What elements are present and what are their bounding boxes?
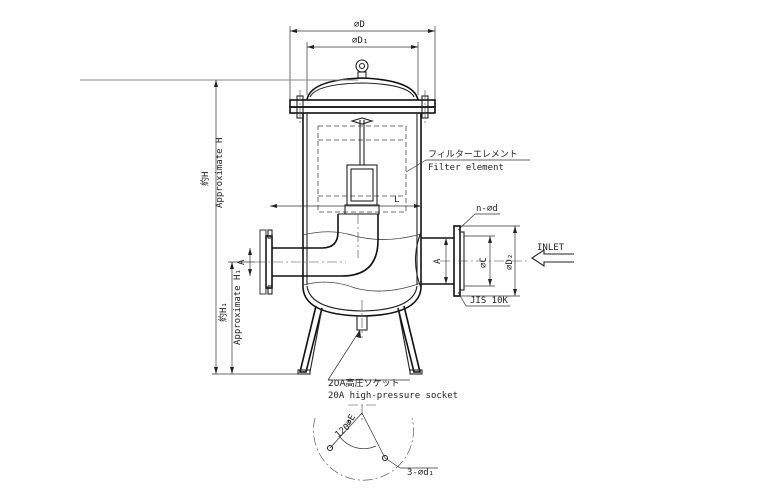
label-lower-height-en: Approximate H₁: [233, 269, 243, 345]
label-flange-diameter: ⌀D₁: [352, 36, 368, 46]
label-inlet: INLET: [537, 243, 565, 253]
label-height-en: Approximate H: [215, 138, 225, 208]
label-bolt-circle: ⌀C: [479, 257, 489, 268]
label-height: 約H: [199, 172, 211, 186]
label-filter-element-en: Filter element: [428, 163, 504, 173]
callout-socket: 20A高圧ソケット 20A high-pressure socket: [327, 329, 458, 401]
support-legs: [297, 300, 423, 375]
label-lower-height: 約H₁: [217, 302, 229, 322]
callout-bolt-holes: n-⌀d: [457, 204, 500, 231]
dimension-length: L: [270, 195, 421, 208]
label-length: L: [394, 195, 399, 205]
label-jis: JIS 10K: [470, 296, 509, 306]
label-flange-a-right: A: [433, 258, 443, 264]
dimension-lower-height: 約H₁ Approximate H₁: [217, 261, 255, 374]
leg-plan-view: ⌀E 120° 3-⌀d₁: [313, 404, 438, 481]
callout-filter-element: フィルターエレメント Filter element: [405, 149, 530, 173]
dimension-diameter-d1: ⌀D₁: [306, 36, 419, 95]
label-flange-outer: ⌀D₂: [505, 254, 515, 270]
dome-lid: [80, 77, 419, 101]
callout-jis: JIS 10K: [457, 291, 510, 307]
label-outer-diameter: ⌀D: [354, 20, 365, 30]
label-filter-element-jp: フィルターエレメント: [428, 149, 518, 160]
label-socket-jp: 20A高圧ソケット: [328, 377, 400, 389]
label-bolt-holes: n-⌀d: [476, 204, 498, 214]
label-leg-circle: ⌀E: [344, 413, 358, 427]
filter-element: [317, 117, 407, 215]
lifting-eye: [355, 59, 369, 79]
label-leg-holes: 3-⌀d₁: [407, 468, 434, 478]
vessel-shell: [302, 113, 422, 317]
body-flange: [289, 90, 436, 124]
inlet-arrow: INLET: [531, 243, 574, 268]
dimension-height: 約H Approximate H: [199, 79, 300, 375]
label-socket-en: 20A high-pressure socket: [328, 391, 458, 401]
inlet-nozzle: A ⌀C ⌀D₂: [414, 225, 530, 297]
dimension-diameter-d: ⌀D: [289, 20, 436, 105]
